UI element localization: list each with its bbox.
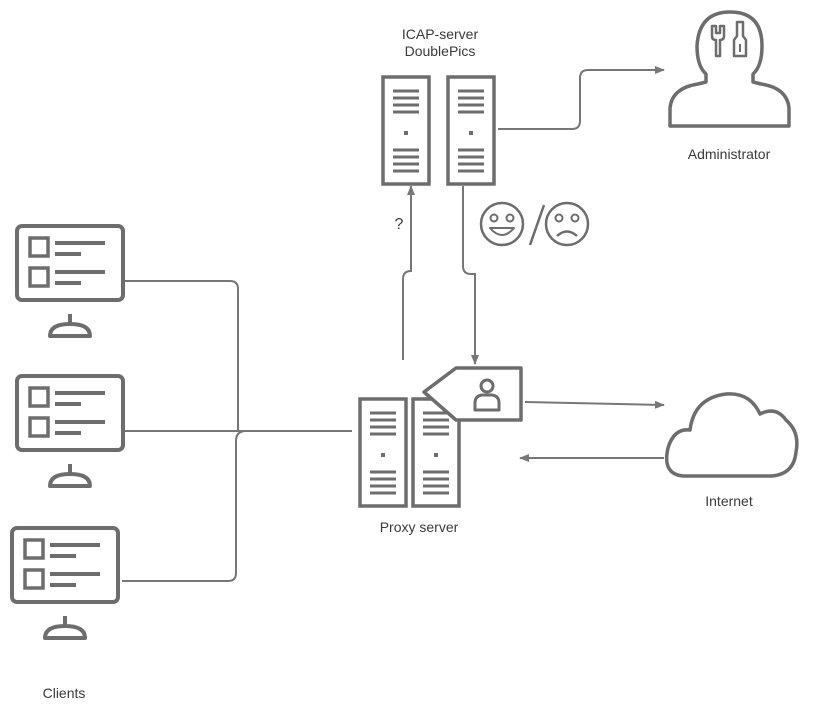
icap-title-line1: ICAP-server bbox=[401, 26, 479, 42]
icap-server-label: ICAP-server DoublePics bbox=[370, 26, 510, 60]
arrow-proxy-to-icap bbox=[402, 185, 415, 360]
administrator-icon bbox=[668, 10, 791, 128]
client-workstation-2 bbox=[15, 374, 125, 488]
proxy-server-label: Proxy server bbox=[379, 519, 459, 535]
icap-server-icon bbox=[381, 75, 496, 186]
arrow-proxy-to-internet bbox=[524, 400, 665, 409]
slash-divider bbox=[528, 204, 546, 246]
proxy-server-icon bbox=[358, 366, 523, 508]
arrow-icap-to-admin bbox=[498, 66, 665, 130]
clients-label: Clients bbox=[42, 685, 86, 701]
happy-face-icon bbox=[479, 201, 525, 247]
internet-cloud-icon bbox=[664, 392, 799, 478]
client-workstation-3 bbox=[10, 526, 120, 640]
sad-face-icon bbox=[544, 201, 590, 247]
arrow-icap-to-proxy bbox=[462, 186, 479, 365]
client-workstation-1 bbox=[15, 224, 125, 338]
verdict-icons bbox=[479, 201, 590, 247]
administrator-label: Administrator bbox=[687, 146, 771, 162]
connection-lines bbox=[122, 66, 665, 582]
icap-title-line2: DoublePics bbox=[404, 43, 476, 59]
request-question-mark: ? bbox=[394, 216, 404, 233]
internet-label: Internet bbox=[705, 493, 753, 509]
